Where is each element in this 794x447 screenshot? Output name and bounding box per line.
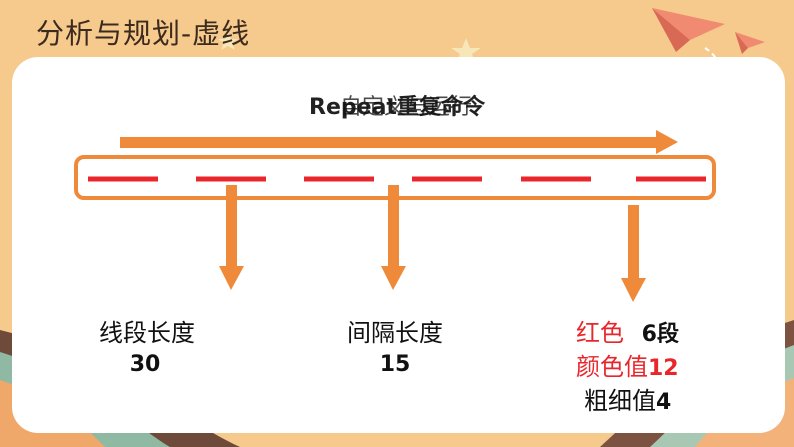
segment-count: 6段 — [641, 322, 679, 347]
paper-plane-icon — [652, 8, 725, 52]
width-value-line: 粗细值4 — [584, 381, 724, 416]
repeat-arrow — [120, 130, 678, 154]
width-value: 4 — [656, 390, 672, 415]
repeat-command-label: Repeat重复命令 — [309, 95, 485, 120]
color-value-line: 颜色值12 — [576, 347, 716, 382]
color-down-arrow — [621, 205, 646, 302]
segment-length-label: 线段长度 — [99, 319, 195, 347]
gap-down-arrow — [381, 185, 406, 290]
star-icon — [218, 32, 481, 64]
custom-run-label: 自定义与运行 — [340, 95, 473, 120]
width-label: 粗细值 — [584, 387, 656, 415]
segment-down-arrow — [219, 185, 244, 290]
repeat-heading: Repeat重复命令 自定义与运行 — [0, 89, 794, 121]
page-title: 分析与规划-虚线 — [36, 17, 251, 50]
color-value: 12 — [648, 356, 679, 381]
gap-length-label: 间隔长度 — [347, 319, 443, 347]
gap-length-value: 15 — [379, 352, 411, 377]
color-value-label: 颜色值 — [576, 353, 648, 381]
paper-plane-icon — [735, 32, 765, 54]
segment-length-value: 30 — [129, 352, 161, 377]
color-label: 红色 — [576, 319, 624, 347]
color-count-line: 红色 6段 — [576, 313, 716, 348]
